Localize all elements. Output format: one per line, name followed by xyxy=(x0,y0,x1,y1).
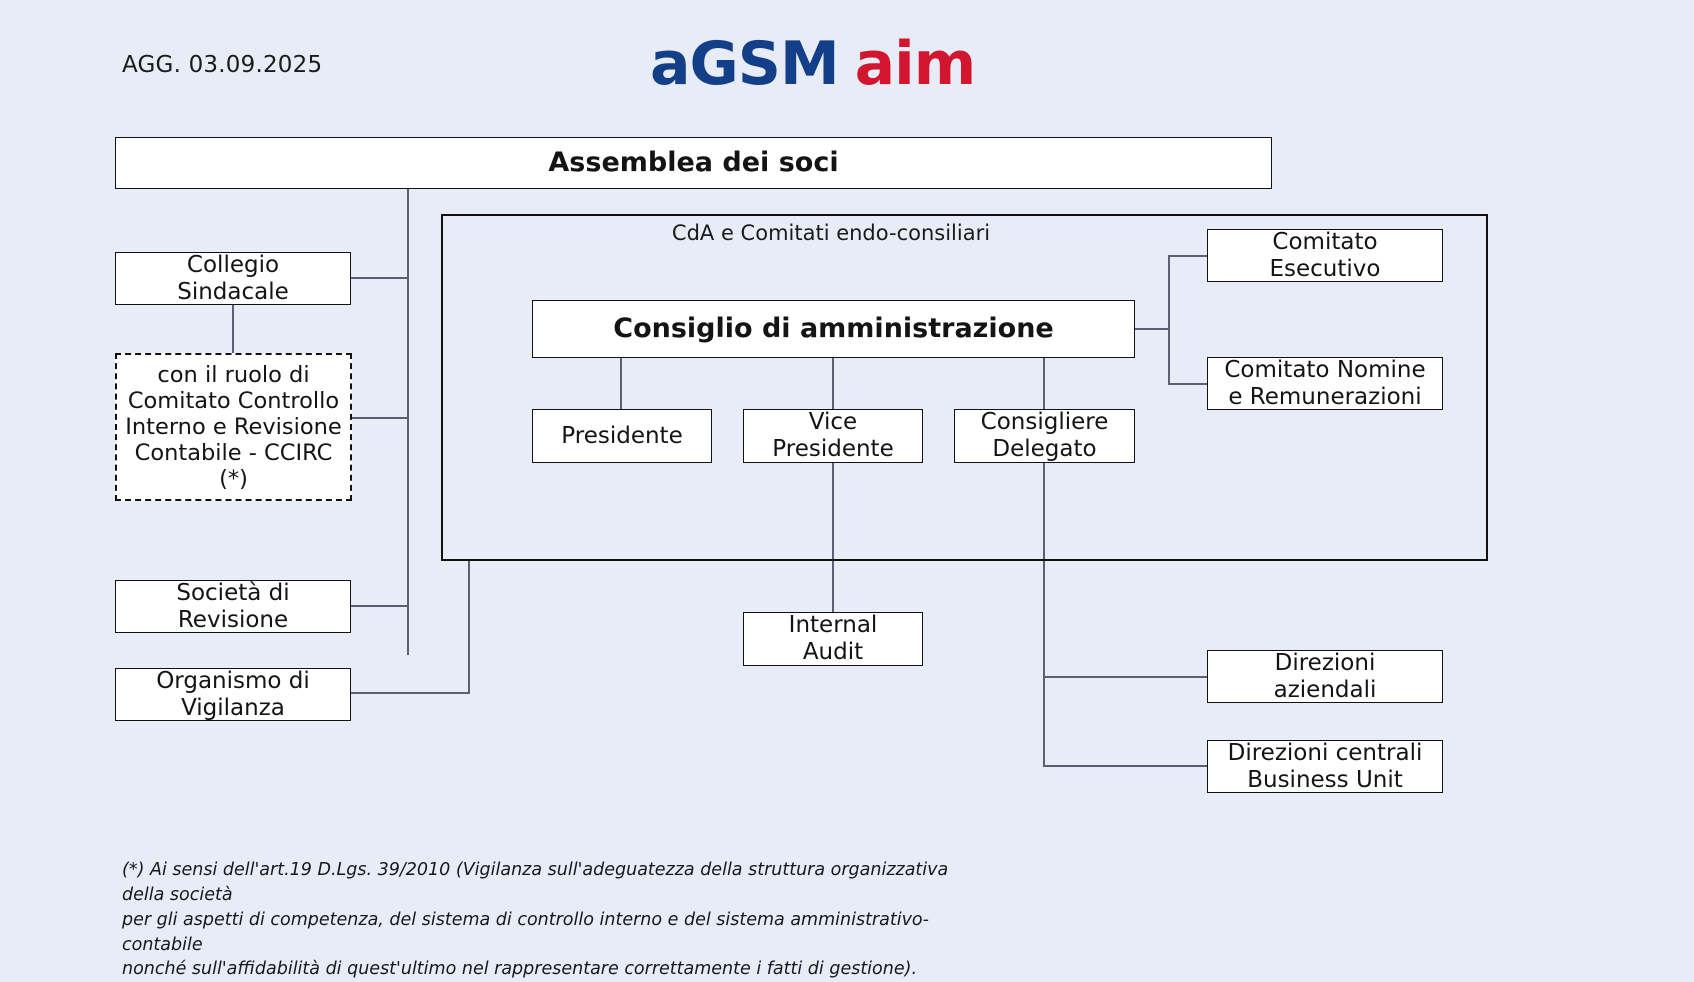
logo-agsm-text: aGSM xyxy=(650,29,840,99)
connector-comitato-nomine xyxy=(1168,383,1208,386)
footnote-text: (*) Ai sensi dell'art.19 D.Lgs. 39/2010 … xyxy=(122,860,949,980)
connector-cda-consigliere xyxy=(1043,358,1046,409)
node-ccirc[interactable]: con il ruolo di Comitato Controllo Inter… xyxy=(115,353,352,501)
connector-comitato-esecutivo xyxy=(1168,255,1208,258)
cda-panel-title: CdA e Comitati endo-consiliari xyxy=(671,221,991,245)
connector-consigliere-trunk xyxy=(1043,463,1046,766)
node-organismo-di-vigilanza[interactable]: Organismo di Vigilanza xyxy=(115,668,351,721)
connector-collegio-sindacale xyxy=(350,277,409,280)
connector-collegio-to-ccirc xyxy=(232,305,235,353)
connector-direzioni-centrali xyxy=(1043,765,1209,768)
connector-ccirc xyxy=(351,417,409,420)
logo-aim-text: aim xyxy=(854,29,977,99)
connector-cda-presidente xyxy=(620,358,623,409)
cda-group-panel xyxy=(441,214,1488,561)
connector-organismo-trunk xyxy=(468,560,471,694)
connector-societa-revisione xyxy=(350,605,409,608)
node-comitato-esecutivo[interactable]: Comitato Esecutivo xyxy=(1207,229,1443,282)
connector-cda-to-committees xyxy=(1134,328,1170,331)
node-direzioni-aziendali[interactable]: Direzioni aziendali xyxy=(1207,650,1443,703)
connector-vice-to-internal-audit xyxy=(832,463,835,615)
node-societa-di-revisione[interactable]: Società di Revisione xyxy=(115,580,351,633)
connector-assemblea-trunk xyxy=(407,189,410,655)
node-direzioni-centrali-business-unit[interactable]: Direzioni centrali Business Unit xyxy=(1207,740,1443,793)
node-consiglio-di-amministrazione[interactable]: Consiglio di amministrazione xyxy=(532,300,1135,358)
connector-cda-vice-presidente xyxy=(832,358,835,409)
node-consigliere-delegato[interactable]: Consigliere Delegato xyxy=(954,409,1135,463)
node-internal-audit[interactable]: Internal Audit xyxy=(743,612,923,666)
node-collegio-sindacale[interactable]: Collegio Sindacale xyxy=(115,252,351,305)
node-assemblea-dei-soci[interactable]: Assemblea dei soci xyxy=(115,137,1272,189)
node-comitato-nomine-remunerazioni[interactable]: Comitato Nomine e Remunerazioni xyxy=(1207,357,1443,410)
connector-direzioni-aziendali xyxy=(1043,676,1209,679)
node-vice-presidente[interactable]: Vice Presidente xyxy=(743,409,923,463)
connector-organismo-vigilanza xyxy=(350,692,470,695)
revision-date-label: AGG. 03.09.2025 xyxy=(122,52,323,78)
node-presidente[interactable]: Presidente xyxy=(532,409,712,463)
connector-committees-trunk xyxy=(1168,256,1171,384)
